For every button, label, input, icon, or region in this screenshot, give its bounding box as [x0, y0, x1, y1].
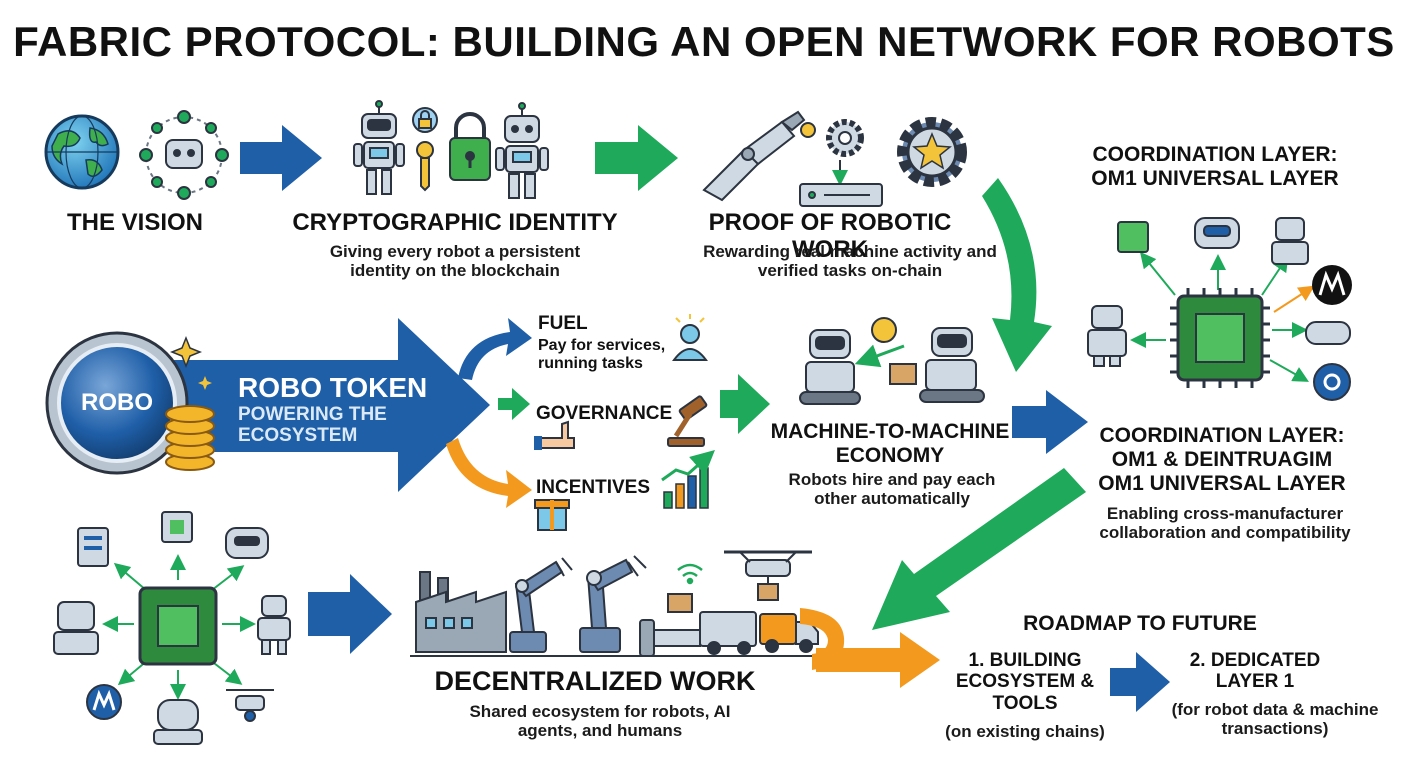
robot-icon [153, 699, 203, 745]
identity-title: CRYPTOGRAPHIC IDENTITY [292, 209, 618, 236]
proof-title: PROOF OF ROBOTIC WORK [708, 209, 952, 263]
robot-icon [257, 595, 291, 655]
chip-icon [138, 586, 218, 666]
roadmap-title: ROADMAP TO FUTURE [1023, 612, 1257, 635]
lock-icon [412, 107, 491, 181]
robot-network [53, 511, 291, 745]
token-title: ROBO TOKEN [238, 372, 428, 403]
pipe-conveyor [639, 619, 701, 657]
robot-arm-icon [702, 110, 806, 202]
drone-icon [724, 550, 812, 601]
orange-arrow [800, 608, 940, 688]
wifi-icon [677, 563, 703, 585]
blue-arrow-1 [240, 125, 322, 191]
robot-arm-icon [509, 557, 573, 653]
proof-desc: Rewarding real machine activity and veri… [703, 242, 997, 281]
om1-network [1087, 217, 1352, 401]
robot-icon [1087, 305, 1127, 367]
coordination-mid-desc: Enabling cross-manufacturer collaboratio… [1099, 504, 1351, 543]
green-curved-arrow [982, 178, 1052, 372]
identity-desc: Giving every robot a persistent identity… [329, 242, 581, 281]
fuel-desc: Pay for services, running tasks [538, 337, 666, 372]
coin-icon [871, 317, 897, 343]
person-icon [672, 314, 708, 361]
robot-icon [919, 327, 985, 403]
coordination-mid-title-2: OM1 & DEINTRUAGIM [1111, 448, 1333, 471]
coordination-mid-title-1: COORDINATION LAYER: [1099, 424, 1345, 447]
governance-label: GOVERNANCE [536, 403, 673, 424]
chart-up-icon [661, 450, 715, 509]
incentives-arrow [446, 438, 532, 508]
network-robot-icon [139, 110, 229, 200]
chip-icon [1117, 221, 1149, 253]
package-icon [889, 363, 917, 385]
token-blue-arrow [150, 318, 490, 492]
m2m-title: MACHINE-TO-MACHINE ECONOMY [770, 420, 1010, 467]
coordination-mid-title-3: OM1 UNIVERSAL LAYER [1098, 472, 1346, 495]
page-title: FABRIC PROTOCOL: BUILDING AN OPEN NETWOR… [13, 18, 1395, 65]
package-icon [667, 593, 693, 613]
roadmap-step2-note: (for robot data & machine transactions) [1171, 700, 1379, 739]
green-swap-arrow [854, 344, 905, 368]
robot-icon [1271, 217, 1309, 265]
globe-icon [44, 114, 120, 190]
fuel-arrow [458, 318, 532, 380]
gavel-icon [667, 395, 708, 447]
robo-badge: ROBO [81, 389, 153, 416]
coordination-top-title: COORDINATION LAYER: OM1 UNIVERSAL LAYER [1091, 143, 1339, 190]
truck-icon [759, 613, 819, 653]
governance-arrow [498, 388, 530, 420]
robot-icon [53, 601, 99, 655]
document-icon [77, 527, 109, 567]
blue-arrow-3 [308, 574, 392, 654]
truck-icon [699, 611, 757, 655]
hand-icon [534, 420, 575, 450]
robot-icon [1194, 217, 1240, 249]
green-diagonal-arrow [872, 468, 1086, 630]
coin-icon [45, 331, 189, 475]
key-icon [416, 141, 434, 192]
m-logo-icon [1312, 265, 1352, 305]
sparkle-icon [198, 376, 212, 390]
fuel-label: FUEL [538, 313, 588, 334]
server-icon [799, 183, 883, 207]
roadmap-step1-title: 1. BUILDING ECOSYSTEM & TOOLS [955, 650, 1095, 714]
blue-arrow-4 [1110, 652, 1170, 712]
green-arrow-1 [595, 125, 678, 191]
sparkle-icon [169, 335, 203, 369]
work-title: DECENTRALIZED WORK [434, 666, 756, 696]
star-icon [912, 132, 952, 170]
chip-icon [1170, 288, 1270, 388]
m-logo-icon [86, 684, 122, 720]
vision-title: THE VISION [66, 209, 204, 236]
work-desc: Shared ecosystem for robots, AI agents, … [469, 702, 731, 741]
robot-icon [225, 527, 269, 559]
gamepad-icon [1305, 321, 1351, 345]
coin-icon [165, 405, 215, 471]
robot-arm-icon [579, 555, 647, 653]
roadmap-step1-note: (on existing chains) [945, 722, 1105, 741]
token-subtitle: POWERING THE ECOSYSTEM [238, 404, 387, 447]
gear-icon [800, 119, 864, 157]
chip-icon [161, 511, 193, 543]
roadmap-step2-title: 2. DEDICATED LAYER 1 [1189, 650, 1321, 693]
robot-icon [353, 100, 405, 195]
factory-icon [415, 571, 507, 653]
incentives-label: INCENTIVES [536, 477, 651, 498]
green-arrow-2 [720, 374, 770, 434]
gear-icon [1313, 363, 1351, 401]
blue-arrow-2 [1012, 390, 1088, 454]
robot-icon [495, 102, 549, 199]
gift-icon [534, 499, 570, 531]
m2m-desc: Robots hire and pay each other automatic… [788, 470, 996, 509]
drone-icon [226, 689, 274, 722]
robot-icon [799, 329, 861, 405]
